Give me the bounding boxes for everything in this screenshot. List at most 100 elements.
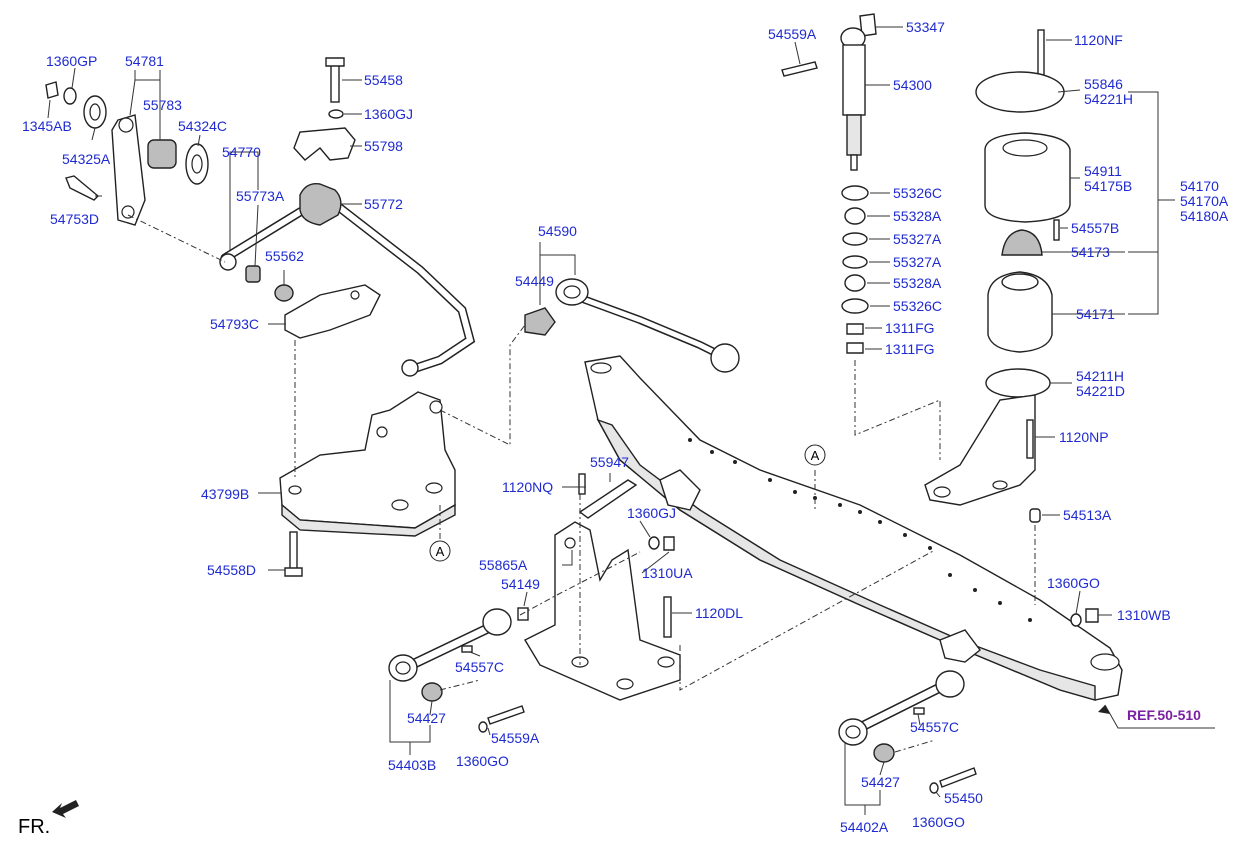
front-direction-indicator: FR. [18,800,79,838]
part-label: 55327A [893,254,942,270]
part-label: 1120NP [1059,429,1109,445]
bushing-55772 [299,183,342,226]
part-label: 1120NQ [502,479,553,495]
bolt-55450 [939,767,977,788]
reference-label: REF.50-510 [1127,707,1201,723]
part-label: 55798 [364,138,403,154]
part-label: 55947 [590,454,629,470]
bushing-54427-right [873,743,895,763]
bolt-54558D [284,531,303,577]
part-label: 55326C [893,298,942,314]
bushing-54449 [524,307,556,336]
part-labels: 1360GP 1345AB 54325A 54781 55783 54324C … [22,19,1229,835]
svg-text:A: A [436,544,445,559]
part-label: 54171 [1076,306,1115,322]
part-label: 54221D [1076,383,1125,399]
part-label: 54559A [768,26,817,42]
bolt-55458 [325,57,345,103]
part-label: 55865A [479,557,528,573]
clip-53347 [859,13,877,37]
bolt-54557B [1053,219,1060,241]
bolt-1120NQ [578,473,586,495]
part-label: 55450 [944,790,983,806]
part-label: 54170A [1180,193,1229,209]
bolt-54557C-right [913,707,925,715]
bushing-54427-left [421,682,443,702]
mounting-bracket-43799B [279,391,456,537]
callout-a-right: A [804,444,826,466]
bolt-1120NF [1037,29,1045,76]
part-label: 55773A [236,188,285,204]
washer-1360GO-left [478,721,488,733]
part-label: 54513A [1063,507,1112,523]
leader-lines [47,26,1215,815]
part-label: 1360GO [912,814,965,830]
stabilizer-link [111,114,146,226]
lower-arm-right [838,670,965,746]
front-label: FR. [18,816,50,838]
seat-plate-54211H [985,368,1051,398]
air-bag-54911 [984,132,1071,223]
nut-1345AB [45,81,59,99]
bracket-54793C [284,284,381,339]
washer-1360GO-frame [1070,613,1082,627]
part-label: 54402A [840,819,889,835]
part-label: 1311FG [885,320,935,336]
part-label: 1311FG [885,341,935,357]
bolt-54753D [65,175,100,201]
part-label: 54559A [491,730,540,746]
bolt-54559A-lower [487,705,525,725]
part-label: 1120DL [695,605,743,621]
part-label: 55327A [893,231,942,247]
part-label: 54911 [1084,163,1122,179]
part-label: 55328A [893,275,942,291]
bracket-55947 [578,479,638,519]
nut-1310UA [663,536,675,551]
part-label: 54149 [501,576,540,592]
bolt-1120NP [1026,419,1034,459]
insulator-stack [841,185,869,354]
part-label: 54300 [893,77,932,93]
part-label: 54173 [1071,244,1110,260]
part-label: 1360GJ [364,106,413,122]
part-label: 43799B [201,486,249,502]
part-label: 1360GO [1047,575,1100,591]
bumper-54173 [1001,229,1043,256]
part-label: 1360GO [456,753,509,769]
part-label: 54427 [407,710,446,726]
part-label: 54403B [388,757,436,773]
plug-54513A [1029,508,1041,523]
part-label: 54590 [538,223,577,239]
part-label: 54170 [1180,178,1219,194]
front-arrow-icon [52,800,79,818]
part-label: 1310WB [1117,607,1171,623]
part-label: 55328A [893,208,942,224]
part-label: 54324C [178,118,227,134]
spring-plate-55846 [975,71,1065,113]
part-label: 54793C [210,316,259,332]
part-label: 54557C [910,719,959,735]
part-label: 54753D [50,211,99,227]
washer-1360GJ-lower [648,536,660,550]
part-label: 54325A [62,151,111,167]
part-label: 55846 [1084,76,1123,92]
washer-1360GP [63,87,77,105]
washer-1360GO-right [929,782,939,794]
part-label: 53347 [906,19,945,35]
reference-lines [127,214,1036,753]
part-label: 1360GP [46,53,97,69]
part-label: 55783 [143,97,182,113]
part-label: 1120NF [1074,32,1123,48]
air-spring-54171 [987,271,1053,353]
part-label: 55326C [893,185,942,201]
part-label: 54557B [1071,220,1119,236]
part-label: 54175B [1084,178,1132,194]
shock-absorber-54300 [840,27,866,171]
clamp-55798 [293,127,356,161]
part-label: 54770 [222,144,261,160]
lower-arm-left [388,608,512,682]
part-label: 55562 [265,248,304,264]
clip-54149 [517,607,529,621]
nut-1310WB [1085,608,1099,623]
upper-arm-54590 [555,278,740,373]
